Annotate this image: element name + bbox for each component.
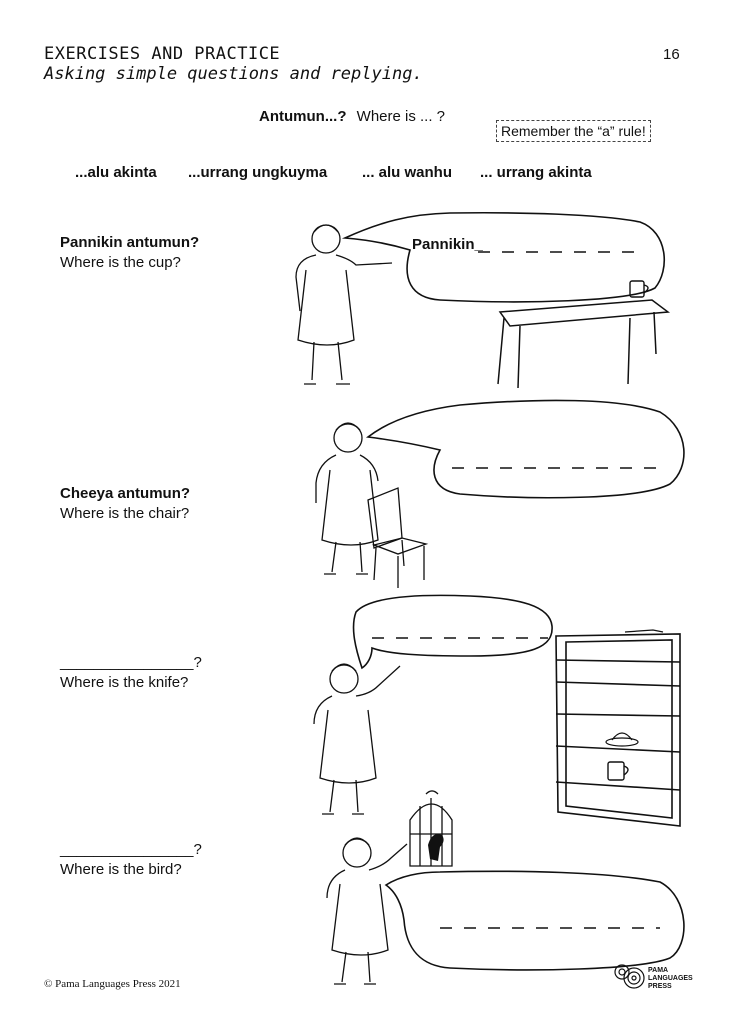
page-subtitle: Asking simple questions and replying. xyxy=(44,64,423,84)
exercise-4: ________________? Where is the bird? xyxy=(60,840,202,880)
exercise-answer-blank[interactable]: ________________? xyxy=(60,841,202,858)
page-title: EXERCISES AND PRACTICE xyxy=(44,44,281,64)
exercise-english: Where is the chair? xyxy=(60,505,190,522)
exercise-2: Cheeya antumun? Where is the chair? xyxy=(60,484,190,524)
word-bank-item: ... alu wanhu xyxy=(362,164,453,181)
copyright: © Pama Languages Press 2021 xyxy=(44,978,181,990)
answer-starter: Pannikin_ xyxy=(412,236,483,253)
exercise-english: Where is the knife? xyxy=(60,674,189,691)
exercise-question: Cheeya antumun? xyxy=(60,485,191,502)
word-bank-item: ...alu akinta xyxy=(75,164,157,181)
exercise-question: Pannikin antumun? xyxy=(60,234,200,251)
word-bank-item: ... urrang akinta xyxy=(480,164,592,181)
word-bank-item: ...urrang ungkuyma xyxy=(188,164,328,181)
rule-reminder-box: Remember the “a” rule! xyxy=(496,120,651,142)
page-number: 16 xyxy=(663,46,680,63)
prompt-line: Antumun...? Where is ... ? xyxy=(259,108,445,125)
bird-icon xyxy=(428,834,444,861)
exercise-3: ________________? Where is the knife? xyxy=(60,653,202,693)
exercise-english: Where is the cup? xyxy=(60,254,181,271)
question-word: Antumun...? xyxy=(259,108,347,125)
exercise-english: Where is the bird? xyxy=(60,861,182,878)
publisher-logo-text: PAMA LANGUAGES PRESS xyxy=(648,967,693,990)
exercise-1: Pannikin antumun? Where is the cup? xyxy=(60,233,199,273)
question-translation: Where is ... ? xyxy=(356,108,446,125)
exercise-answer-blank[interactable]: ________________? xyxy=(60,654,202,671)
